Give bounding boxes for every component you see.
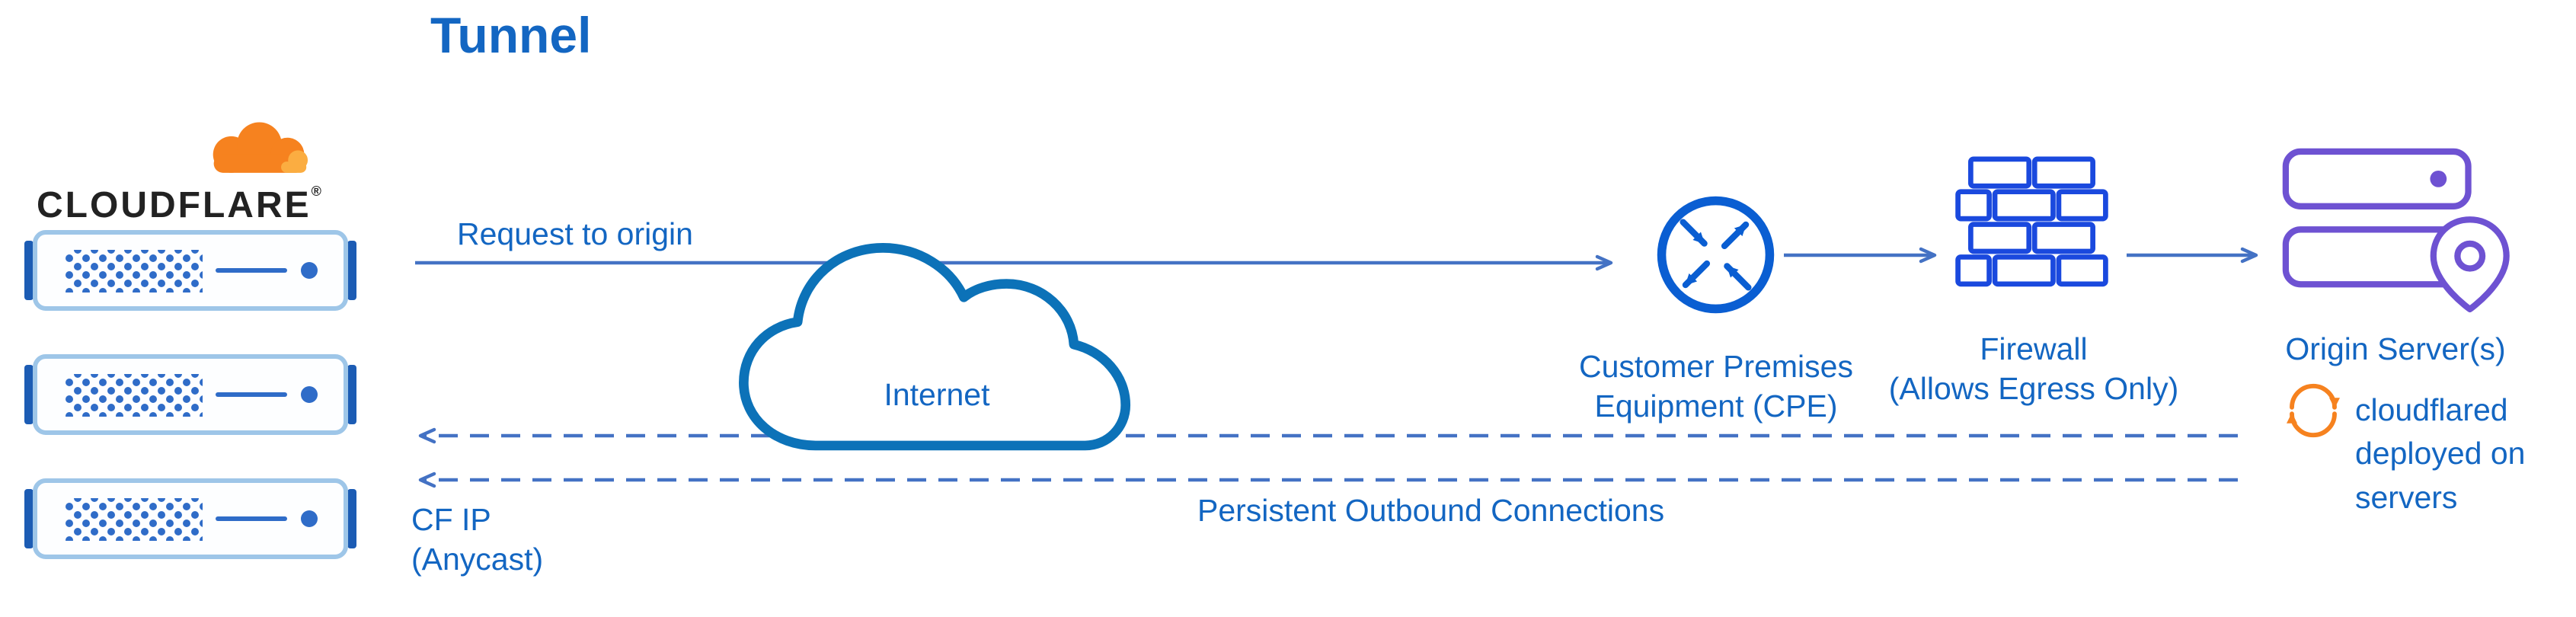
internet-label: Internet — [884, 377, 990, 412]
cf-ip-label-line1: CF IP — [411, 502, 491, 537]
sync-arrows-icon — [2287, 383, 2340, 438]
cpe-router-icon — [1657, 196, 1775, 314]
registered-mark: ® — [311, 184, 321, 199]
origin-servers-icon — [2282, 148, 2510, 313]
cf-ip-label-line2: (Anycast) — [411, 542, 544, 577]
cloudflare-cloud-icon — [213, 122, 308, 173]
request-label: Request to origin — [457, 216, 693, 251]
diagram-title: Tunnel — [430, 7, 592, 63]
firewall-label-line1: Firewall — [1980, 331, 2088, 366]
cloudflared-label: cloudflared deployed on servers — [2355, 392, 2526, 515]
persistent-outbound-label: Persistent Outbound Connections — [1197, 493, 1665, 528]
cf-ip-label: CF IP (Anycast) — [411, 500, 543, 580]
firewall-label-line2: (Allows Egress Only) — [1888, 371, 2179, 407]
server-rack-icon — [24, 354, 356, 435]
brand-text: CLOUDFLARE — [37, 185, 312, 225]
internet-cloud-icon — [739, 243, 1131, 451]
brand-wordmark: CLOUDFLARE® — [37, 184, 321, 226]
origin-label: Origin Server(s) — [2285, 331, 2506, 366]
server-rack-icon — [24, 478, 356, 559]
server-rack-icon — [24, 230, 356, 311]
firewall-icon — [1955, 156, 2108, 287]
firewall-label: Firewall (Allows Egress Only) — [1858, 329, 2209, 409]
cpe-label: Customer Premises Equipment (CPE) — [1579, 349, 1853, 424]
cloudflare-logo: CLOUDFLARE® — [37, 113, 349, 235]
